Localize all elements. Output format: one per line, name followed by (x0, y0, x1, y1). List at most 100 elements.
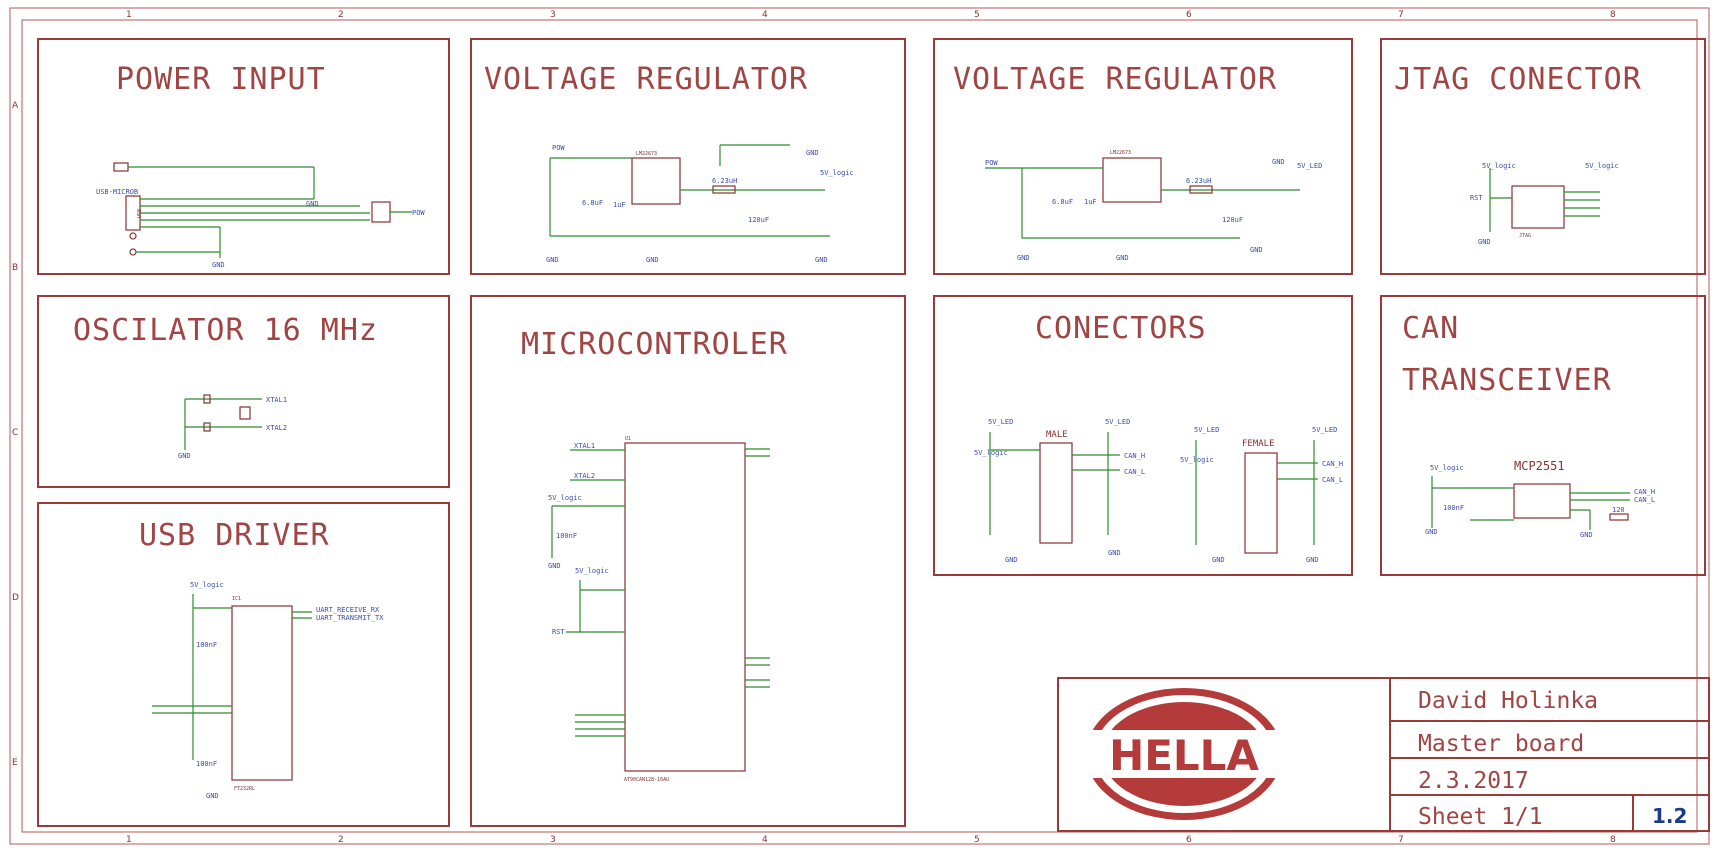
jtag-header (1511, 185, 1565, 229)
grid-col-6: 6 (1186, 10, 1192, 20)
sheet-number: Sheet 1/1 (1418, 804, 1543, 830)
ft232-label: FT232RL (234, 786, 255, 792)
osc-gnd: GND (178, 452, 191, 460)
vr2-chip-name: LM22673 (1110, 150, 1131, 156)
vr1-pow: POW (552, 144, 565, 152)
male-connector (1039, 442, 1073, 544)
sheet-inner-border (21, 19, 1698, 833)
grid-row-a: A (12, 101, 19, 111)
mcu-name: AT90CAN128-16AU (624, 777, 669, 783)
conectors-title: CONECTORS (1035, 311, 1207, 346)
usb-driver-c21: 100nF (196, 641, 217, 649)
con-can-l-1: CAN_L (1124, 468, 1145, 476)
vr2-regulator-chip (1102, 157, 1162, 203)
mcp2551-chip (1513, 483, 1571, 519)
logo-band (1086, 730, 1282, 778)
block-power-input: POWER INPUT USB-MICROB USB GND POW GND (37, 38, 450, 275)
hella-logo: HELLA (1086, 688, 1282, 820)
osc-c11 (203, 394, 211, 404)
vr1-regulator-chip (631, 157, 681, 205)
can-vcc: 5V_logic (1430, 464, 1464, 472)
con-can-l-2: CAN_L (1322, 476, 1343, 484)
sheet-border (9, 7, 1710, 845)
power-gnd-2: GND (212, 261, 225, 269)
power-input-frame (37, 38, 450, 275)
vr1-gnd-1: GND (546, 256, 559, 264)
con-gnd-4: GND (1306, 556, 1319, 564)
author-name: David Holinka (1418, 688, 1598, 714)
grid-col-5: 5 (974, 10, 980, 20)
female-connector (1244, 452, 1278, 554)
oscilator-frame (37, 295, 450, 488)
vr2-gnd-3: GND (1250, 246, 1263, 254)
block-can-transceiver: CAN TRANSCEIVER MCP2551 5V_logic 100nF C… (1380, 295, 1706, 576)
grid-col-3-bottom: 3 (550, 835, 556, 845)
jtag-vcc-right: 5V_logic (1585, 162, 1619, 170)
con-5v-led-1: 5V_LED (988, 418, 1013, 426)
vr1-chip-name: LM22673 (636, 151, 657, 157)
vr2-out-label: 5V_LED (1297, 162, 1322, 170)
title-block-frame (1057, 677, 1710, 832)
power-connector (371, 201, 391, 223)
vr1-inductor-value: 6.23uH (712, 177, 737, 185)
mcp2551-label: MCP2551 (1514, 459, 1565, 473)
mcu-avcc: 5V_logic (575, 567, 609, 575)
jtag-rst: RST (1470, 194, 1483, 202)
con-5v-led-2: 5V_LED (1105, 418, 1130, 426)
vr2-gnd-4: GND (1272, 158, 1285, 166)
vr2-inductor-value: 6.23uH (1186, 177, 1211, 185)
mount-hole-1 (129, 232, 137, 240)
voltage-regulator-1-frame (470, 38, 906, 275)
conectors-frame (933, 295, 1353, 576)
block-voltage-regulator-1: VOLTAGE REGULATOR POW LM22673 6.23uH 120… (470, 38, 906, 275)
microcontroler-frame (470, 295, 906, 827)
can-title-2: TRANSCEIVER (1402, 363, 1612, 398)
can-l: CAN_L (1634, 496, 1655, 504)
jtag-vcc-left: 5V_logic (1482, 162, 1516, 170)
vr1-out-label: 5V_logic (820, 169, 854, 177)
can-gnd-1: GND (1425, 528, 1438, 536)
title-block: HELLA David Holinka Master board 2.3.201… (1057, 677, 1710, 832)
male-label: MALE (1046, 430, 1068, 440)
osc-xtal2: XTAL2 (266, 424, 287, 432)
vr1-gnd-3: GND (815, 256, 828, 264)
jtag-frame (1380, 38, 1706, 275)
con-gnd-3: GND (1212, 556, 1225, 564)
con-5v-logic-1: 5V_logic (974, 449, 1008, 457)
vr2-pow: POW (985, 159, 998, 167)
usb-driver-title: USB DRIVER (139, 518, 330, 553)
block-jtag: JTAG CONECTOR JTAG 5V_logic 5V_logic RST… (1380, 38, 1706, 275)
grid-row-d: D (12, 593, 19, 603)
microcontroler-title: MICROCONTROLER (521, 327, 788, 362)
power-gnd-1: GND (306, 200, 319, 208)
block-microcontroler: MICROCONTROLER U1 AT90CAN128-16AU XTAL1 … (470, 295, 906, 827)
block-usb-driver: USB DRIVER IC1 FT232RL 5V_logic UART_REC… (37, 502, 450, 827)
grid-rows: A B C D E (12, 101, 19, 768)
power-input-title: POWER INPUT (116, 62, 326, 97)
osc-xtal1: XTAL1 (266, 396, 287, 404)
vr1-inductor (712, 185, 736, 194)
grid-col-2: 2 (338, 10, 344, 20)
mount-hole-2 (129, 248, 137, 256)
grid-row-b: B (12, 263, 18, 273)
mcu-c-value: 100nF (556, 532, 577, 540)
osc-crystal (239, 406, 251, 420)
logo-text: HELLA (1109, 731, 1259, 780)
mcu-chip (624, 442, 746, 772)
project-date: 2.3.2017 (1418, 768, 1529, 794)
mcu-xtal2: XTAL2 (574, 472, 595, 480)
vr2-c2-value: 1uF (1084, 198, 1097, 206)
uart-rx-label: UART_RECEIVE_RX (316, 606, 380, 614)
block-conectors: CONECTORS MALE FEMALE 5V_LED 5V_LED 5V_L… (933, 295, 1353, 576)
pow-label: POW (412, 209, 425, 217)
con-can-h-2: CAN_H (1322, 460, 1343, 468)
voltage-regulator-2-title: VOLTAGE REGULATOR (953, 62, 1277, 97)
grid-col-6-bottom: 6 (1186, 835, 1192, 845)
grid-columns-bottom: 1 2 3 4 5 6 7 8 (126, 835, 1616, 845)
vr1-gnd-4: GND (806, 149, 819, 157)
grid-col-7-bottom: 7 (1398, 835, 1404, 845)
usb-micro-label: USB-MICROB (96, 188, 138, 196)
con-5v-logic-2: 5V_logic (1180, 456, 1214, 464)
vr2-inductor (1189, 185, 1213, 194)
